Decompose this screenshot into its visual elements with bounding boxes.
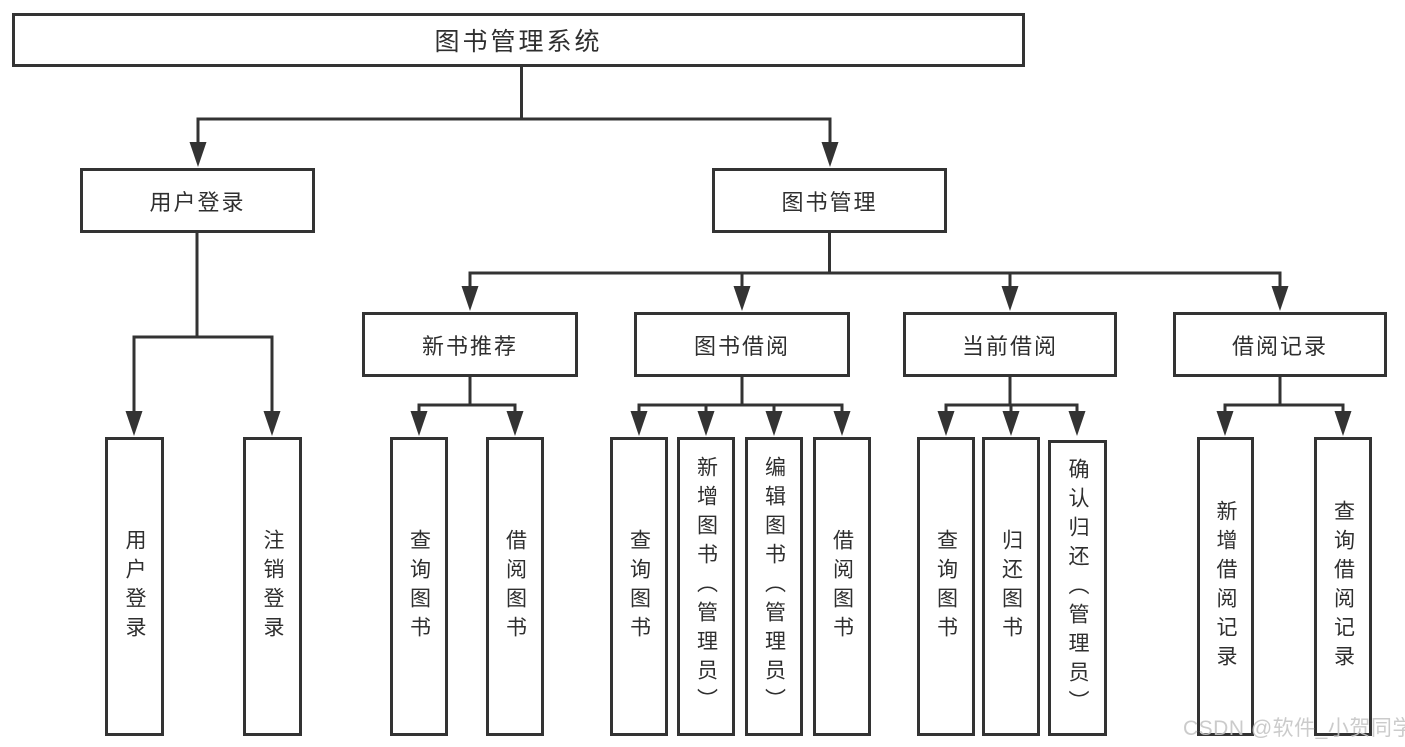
wire-current-borrow-children: [944, 377, 1079, 413]
leaf-nbr-borrow-books: 借阅图书: [486, 437, 544, 736]
leaf-br-add-borrow-record-label: 新增借阅记录: [1214, 499, 1237, 674]
leaf-nbr-query-books: 查询图书: [390, 437, 448, 736]
leaf-user-login-label: 用户登录: [123, 528, 146, 645]
leaf-bb-add-books-admin-label: 新增图书（管理员）: [694, 456, 718, 717]
leaf-bb-borrow-books: 借阅图书: [813, 437, 871, 736]
leaf-user-login: 用户登录: [105, 437, 164, 736]
node-new-book-rec: 新书推荐: [362, 312, 578, 377]
leaf-nbr-query-books-label: 查询图书: [407, 528, 431, 645]
node-borrow-records-label: 借阅记录: [1231, 333, 1328, 359]
leaf-cb-confirm-return-admin: 确认归还（管理员）: [1048, 440, 1107, 736]
leaf-cb-return-books: 归还图书: [982, 437, 1040, 736]
leaf-bb-edit-books-admin-label: 编辑图书（管理员）: [762, 456, 786, 717]
leaf-logout-label: 注销登录: [261, 528, 284, 645]
leaf-cb-return-books-label: 归还图书: [999, 528, 1023, 645]
node-book-mgmt-branch: 图书管理: [712, 168, 947, 233]
leaf-bb-query-books-label: 查询图书: [627, 528, 651, 645]
arrowheads: [125, 142, 1352, 436]
leaf-cb-query-books: 查询图书: [917, 437, 975, 736]
leaf-cb-query-books-label: 查询图书: [934, 528, 958, 645]
leaf-bb-add-books-admin: 新增图书（管理员）: [677, 437, 735, 736]
node-root-system-label: 图书管理系统: [434, 28, 603, 56]
node-book-mgmt-branch-label: 图书管理: [781, 189, 878, 215]
node-root-system: 图书管理系统: [12, 13, 1025, 67]
leaf-logout: 注销登录: [243, 437, 302, 736]
wire-user-login-children: [132, 233, 274, 413]
wire-root-to-level2: [196, 67, 832, 145]
node-current-borrow: 当前借阅: [903, 312, 1117, 377]
wire-book-mgmt-to-level3: [468, 233, 1282, 288]
node-user-login-branch: 用户登录: [80, 168, 315, 233]
leaf-cb-confirm-return-admin-label: 确认归还（管理员）: [1066, 457, 1089, 719]
csdn-watermark: CSDN @软件_小贺同学: [1183, 717, 1405, 740]
leaf-bb-borrow-books-label: 借阅图书: [830, 528, 854, 645]
wire-book-borrow-children: [637, 377, 844, 413]
node-book-borrow-label: 图书借阅: [693, 333, 790, 359]
leaf-br-add-borrow-record: 新增借阅记录: [1197, 437, 1254, 736]
leaf-br-query-borrow-record-label: 查询借阅记录: [1331, 499, 1355, 674]
leaf-nbr-borrow-books-label: 借阅图书: [503, 528, 527, 645]
wire-borrow-records-children: [1223, 377, 1345, 413]
leaf-br-query-borrow-record: 查询借阅记录: [1314, 437, 1372, 736]
leaf-bb-query-books: 查询图书: [610, 437, 668, 736]
node-borrow-records: 借阅记录: [1173, 312, 1387, 377]
wire-new-book-rec-children: [417, 377, 517, 413]
node-current-borrow-label: 当前借阅: [961, 333, 1058, 359]
leaf-bb-edit-books-admin: 编辑图书（管理员）: [745, 437, 803, 736]
node-new-book-rec-label: 新书推荐: [421, 333, 518, 359]
node-book-borrow: 图书借阅: [634, 312, 850, 377]
node-user-login-branch-label: 用户登录: [149, 189, 246, 215]
